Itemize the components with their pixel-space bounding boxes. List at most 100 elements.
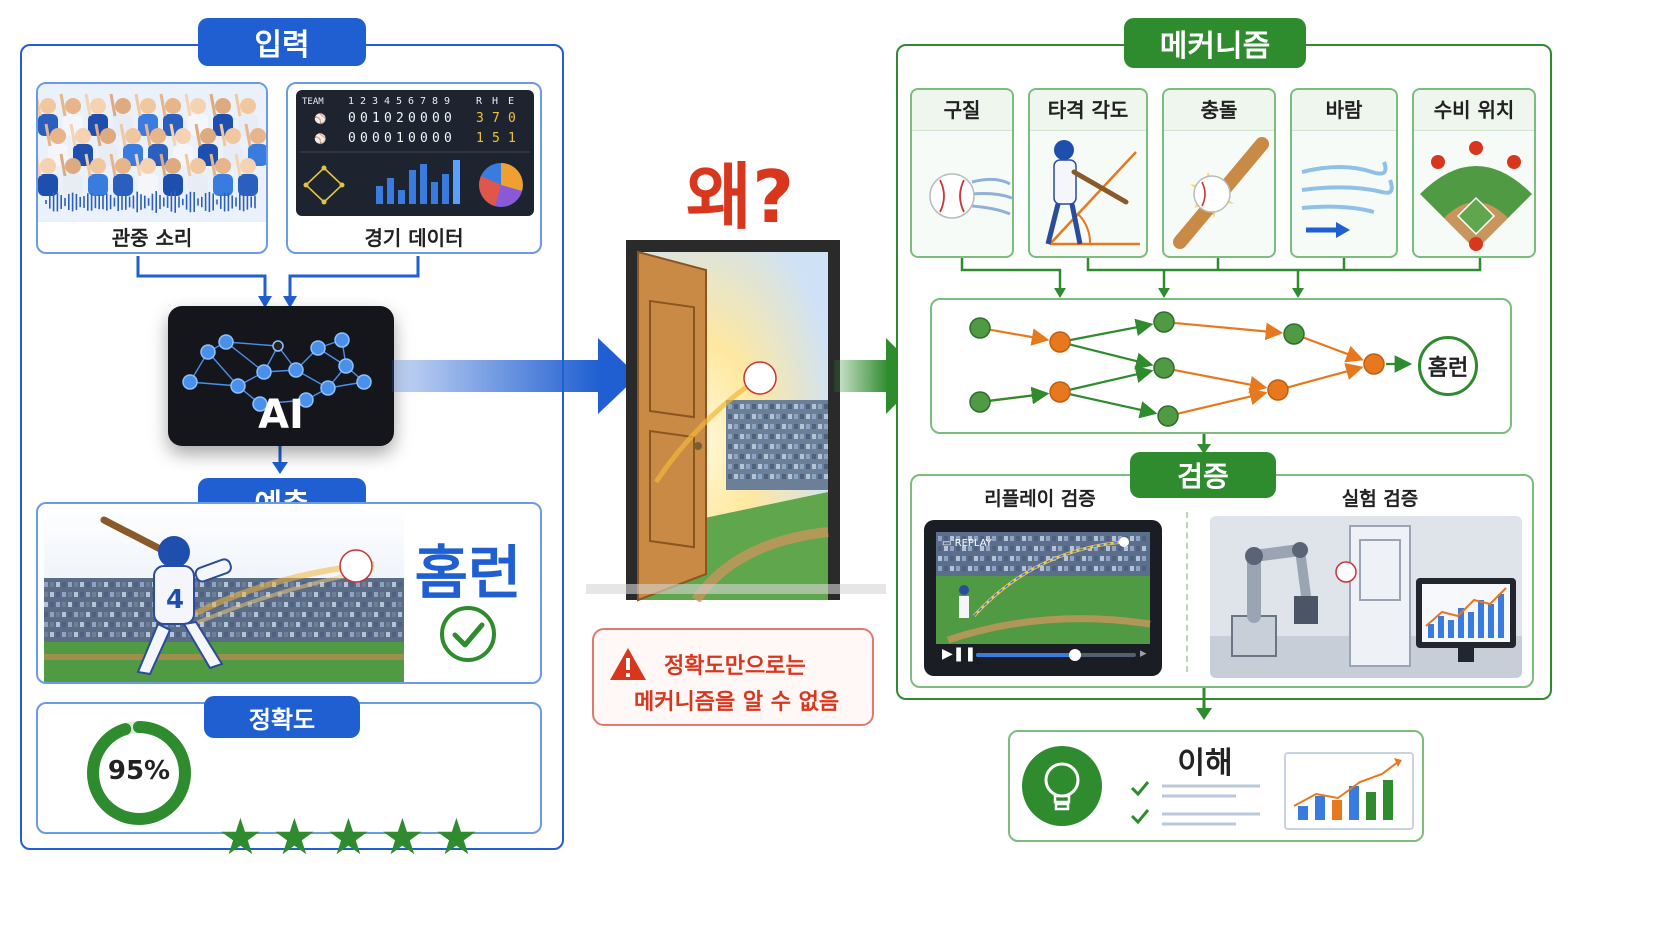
star-icon: ★	[380, 808, 425, 866]
baseball-pitch-icon	[929, 173, 1013, 219]
ai-label: AI	[258, 392, 304, 438]
accuracy-title: 정확도	[204, 696, 360, 738]
video-progress-fill	[976, 653, 1076, 657]
network-node	[1049, 331, 1071, 353]
warning-box: 정확도만으로는 메커니즘을 알 수 없음	[592, 628, 874, 726]
causal-network-box: 홈런	[930, 298, 1512, 434]
star-icon: ★	[326, 808, 371, 866]
prediction-card: 4 홈런	[36, 502, 542, 684]
star-icon: ★	[272, 808, 317, 866]
scoreboard-header-cell: E	[508, 96, 514, 107]
svg-text:4: 4	[166, 585, 184, 615]
pie-chart-icon	[479, 163, 523, 207]
batter-illustration: 4	[44, 504, 404, 682]
network-node	[1153, 311, 1175, 333]
scoreboard-cell: 3	[476, 111, 484, 126]
network-node	[1153, 357, 1175, 379]
scoreboard-cell: 0	[508, 111, 516, 126]
field-position-icon	[1420, 141, 1532, 251]
mechanism-title: 메커니즘	[1124, 18, 1306, 68]
field-diamond-icon	[303, 165, 345, 205]
factor-label: 충돌	[1164, 90, 1274, 131]
warning-icon	[610, 648, 646, 680]
video-next-icon[interactable]: ▸	[1140, 646, 1147, 661]
accuracy-value: 95%	[107, 756, 171, 786]
scoreboard-header-cell: 8	[432, 96, 438, 107]
scoreboard-cell: 0	[420, 131, 428, 146]
growth-chart-icon	[1284, 752, 1414, 830]
factor-label: 구질	[912, 90, 1012, 131]
factor-card-pitch: 구질	[910, 88, 1014, 258]
verification-divider	[1186, 512, 1188, 672]
scoreboard-header-cell: 7	[420, 96, 426, 107]
warning-line-2: 메커니즘을 알 수 없음	[634, 690, 840, 715]
network-node	[1049, 381, 1071, 403]
prediction-result: 홈런	[414, 539, 522, 607]
warning-line-1: 정확도만으로는	[664, 654, 806, 679]
scoreboard-team-cell: ⚾	[313, 132, 326, 145]
scoreboard-cell: 1	[372, 111, 380, 126]
scoreboard-cell: 7	[492, 111, 500, 126]
bar-chart-icon	[376, 160, 460, 204]
scoreboard-cell: 0	[384, 111, 392, 126]
bat-impact-icon	[1173, 137, 1269, 249]
verification-to-understanding-arrow	[1196, 688, 1212, 720]
scoreboard-cell: 1	[476, 131, 484, 146]
scoreboard-cell: 0	[372, 131, 380, 146]
scoreboard-header-cell: 5	[396, 96, 402, 107]
replay-badge: ▭ REPLAY	[942, 538, 993, 549]
scoreboard-header-cell: TEAM	[302, 97, 324, 107]
experiment-verification-label: 실험 검증	[1341, 488, 1419, 510]
scoreboard-cell: 0	[432, 131, 440, 146]
factor-label: 바람	[1292, 90, 1396, 131]
network-output-label: 홈런	[1427, 356, 1469, 381]
network-node	[1267, 379, 1289, 401]
game-data-label: 경기 데이터	[364, 226, 464, 250]
video-progress-knob[interactable]	[1069, 649, 1082, 661]
scoreboard-header-cell: 2	[360, 96, 366, 107]
scoreboard-cell: 0	[444, 131, 452, 146]
scoreboard-cell: 0	[360, 111, 368, 126]
scoreboard-cell: 0	[420, 111, 428, 126]
network-output-node: 홈런	[1418, 336, 1478, 396]
why-question: 왜?	[685, 155, 794, 239]
verification-title: 검증	[1130, 452, 1276, 498]
scoreboard-cell: 0	[360, 131, 368, 146]
factor-label: 타격 각도	[1030, 90, 1146, 131]
ai-model-box: AI	[168, 306, 394, 446]
scoreboard-header-cell: R	[476, 96, 483, 107]
input-title: 입력	[198, 18, 366, 66]
batter-figure: 4	[100, 516, 232, 676]
factor-card-batting-angle: 타격 각도	[1028, 88, 1148, 258]
batting-angle-icon	[1045, 140, 1140, 246]
neural-network-icon	[182, 332, 372, 412]
scoreboard-cell: 0	[444, 111, 452, 126]
understanding-title: 이해	[1177, 746, 1233, 781]
check-circle-icon	[440, 606, 496, 662]
scoreboard-header-cell: 4	[384, 96, 390, 107]
open-door-illustration	[586, 240, 886, 602]
scoreboard-header-cell: H	[492, 96, 498, 107]
video-progress-track[interactable]	[976, 649, 1136, 661]
scoreboard-cell: 0	[384, 131, 392, 146]
factor-card-wind: 바람	[1290, 88, 1398, 258]
scoreboard-cell: 1	[508, 131, 516, 146]
network-node	[969, 391, 991, 413]
factor-label: 수비 위치	[1414, 90, 1534, 131]
factor-card-impact: 충돌	[1162, 88, 1276, 258]
replay-verification-label: 리플레이 검증	[984, 488, 1096, 510]
video-play-pause-button[interactable]: ▶❚❚	[942, 646, 977, 662]
lightbulb-icon	[1022, 746, 1102, 826]
scoreboard-cell: 5	[492, 131, 500, 146]
network-node	[1283, 323, 1305, 345]
scoreboard-cell: 1	[396, 131, 404, 146]
replay-video-player[interactable]: ▭ REPLAY ▶❚❚ ▸	[924, 520, 1162, 676]
star-icon: ★	[434, 808, 479, 866]
crowd-illustration	[38, 84, 266, 222]
crowd-sound-label: 관중 소리	[111, 226, 193, 250]
network-to-verification-arrow	[1197, 434, 1211, 454]
scoreboard-header-cell: 9	[444, 96, 450, 107]
